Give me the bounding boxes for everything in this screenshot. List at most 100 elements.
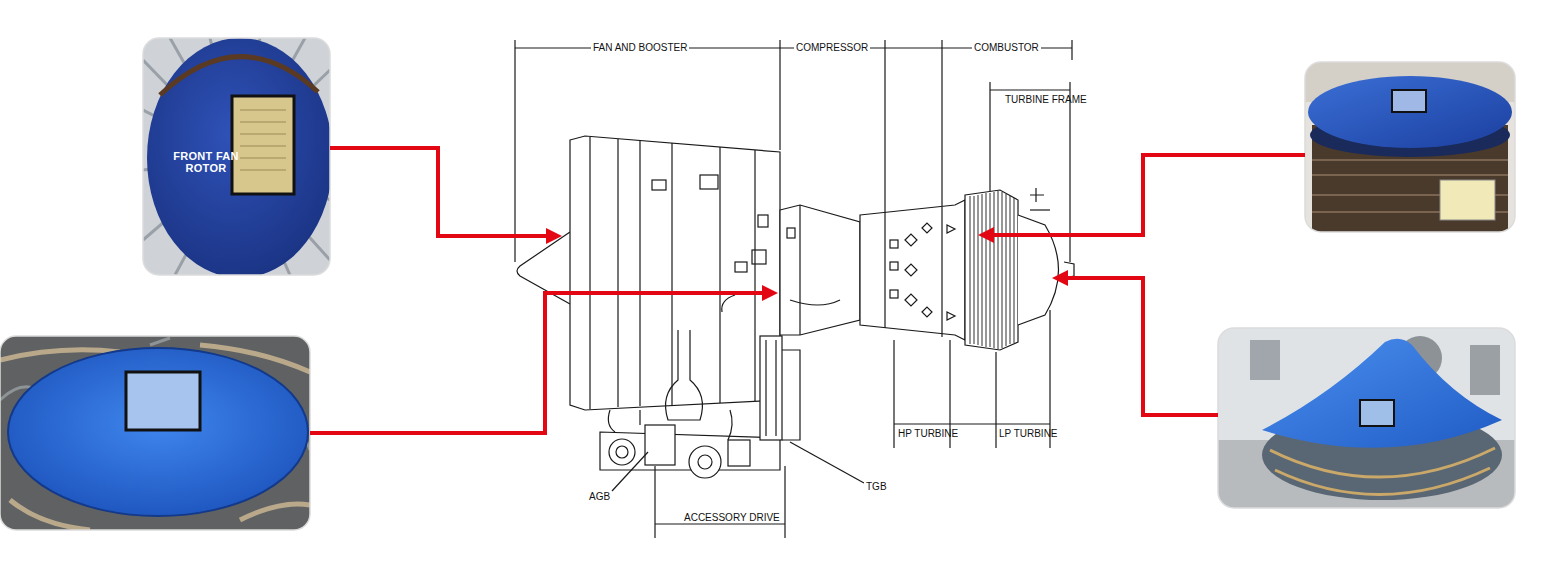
photo-frame bbox=[143, 38, 330, 275]
exhaust-cover-photo bbox=[1218, 328, 1515, 508]
section-label: COMPRESSOR bbox=[794, 42, 870, 53]
compressor-cover-photo-part-part bbox=[240, 504, 310, 520]
fan-cover-photo-part-part bbox=[240, 158, 286, 159]
engine-drawing-part bbox=[905, 264, 917, 276]
exhaust-cover-photo-part-part bbox=[1275, 468, 1490, 495]
section-label: ACCESSORY DRIVE bbox=[682, 512, 758, 523]
engine-drawing-part bbox=[752, 250, 766, 264]
engine-drawing-part bbox=[760, 336, 782, 440]
section-label: FAN AND BOOSTER bbox=[591, 42, 689, 53]
engine-drawing-part bbox=[947, 225, 955, 233]
engine-drawing-part bbox=[608, 410, 615, 432]
engine-drawing-part bbox=[790, 300, 840, 305]
fan-cover-photo-part-part bbox=[240, 134, 286, 135]
engine-drawing-part bbox=[765, 340, 766, 436]
engine-drawing-part bbox=[799, 205, 800, 335]
callout-arrows-part bbox=[978, 227, 994, 243]
fan-cover-photo-part-part bbox=[240, 170, 286, 171]
engine-drawing-part bbox=[990, 89, 1070, 90]
compressor-cover-photo-part-part bbox=[10, 500, 90, 530]
cover-text: FRONT FAN ROTOR bbox=[166, 150, 246, 174]
engine-drawing-part bbox=[728, 410, 732, 440]
engine-drawing-part bbox=[652, 180, 666, 190]
part-label: TGB bbox=[864, 481, 889, 492]
turbine-cover-photo bbox=[1305, 62, 1515, 232]
engine-drawing-part bbox=[639, 410, 640, 425]
engine-drawing-part bbox=[893, 340, 894, 448]
photo-frame bbox=[1218, 328, 1515, 508]
engine-drawing-part bbox=[941, 207, 942, 337]
engine-drawing-part bbox=[890, 262, 898, 270]
engine-drawing-part bbox=[989, 82, 990, 192]
engine-drawing-part bbox=[689, 446, 721, 478]
turbine-cover-photo-part bbox=[1440, 180, 1495, 220]
compressor-cover-photo-part bbox=[126, 372, 200, 430]
engine-drawing-part bbox=[639, 141, 640, 406]
engine-drawing-part bbox=[860, 200, 965, 340]
engine-drawing-part bbox=[922, 223, 932, 233]
turbine-cover-photo-part-part bbox=[1312, 174, 1508, 176]
engine-drawing-part bbox=[589, 137, 590, 409]
section-label: TURBINE FRAME bbox=[1003, 94, 1057, 105]
fan-cover-photo bbox=[143, 38, 330, 275]
fan-cover-photo-part bbox=[147, 38, 330, 275]
engine-drawing bbox=[515, 40, 1074, 538]
engine-drawing-part bbox=[775, 340, 776, 436]
fan-cover-photo-part-part bbox=[240, 110, 286, 111]
engine-drawing-part bbox=[787, 228, 795, 238]
exhaust-cover-photo-part bbox=[1270, 448, 1495, 495]
compressor-cover-photo-part bbox=[8, 348, 308, 516]
engine-drawing-part bbox=[758, 215, 768, 227]
fan-cover-photo-part-part bbox=[240, 122, 286, 123]
engine-drawing-part bbox=[700, 175, 718, 189]
engine-drawing-part bbox=[514, 40, 515, 262]
compressor-cover-photo-part bbox=[0, 345, 310, 530]
fan-cover-photo-part bbox=[160, 57, 318, 95]
engine-drawing-part bbox=[1071, 40, 1072, 60]
engine-drawing-part bbox=[616, 446, 628, 458]
engine-drawing-part bbox=[570, 136, 780, 410]
engine-drawing-part-part bbox=[998, 191, 999, 349]
engine-drawing-part bbox=[884, 212, 885, 328]
section-label: COMBUSTOR bbox=[972, 42, 1041, 53]
compressor-cover-photo-part-part bbox=[150, 338, 170, 345]
engine-drawing-part bbox=[890, 290, 898, 298]
engine-drawing-part bbox=[655, 523, 785, 524]
engine-drawing-part-part bbox=[978, 195, 979, 345]
engine-drawing-part bbox=[1030, 209, 1050, 210]
engine-drawing-part bbox=[654, 466, 655, 538]
callout-arrows-part bbox=[330, 148, 548, 236]
engine-drawing-part bbox=[790, 442, 864, 483]
engine-drawing-part bbox=[735, 262, 747, 272]
exhaust-cover-photo-part bbox=[1360, 400, 1394, 426]
engine-drawing-part bbox=[645, 425, 675, 465]
engine-drawing-part bbox=[719, 147, 720, 403]
photo-frame bbox=[0, 336, 310, 530]
engine-drawing-part bbox=[671, 143, 672, 405]
section-label: LP TURBINE bbox=[997, 428, 1049, 439]
engine-drawing-part bbox=[754, 150, 755, 401]
engine-drawing-part bbox=[894, 423, 1050, 424]
engine-drawing-part bbox=[722, 295, 735, 312]
exhaust-cover-photo-part bbox=[1470, 345, 1500, 395]
engine-drawing-part-part bbox=[970, 196, 971, 344]
photo-frame bbox=[1305, 62, 1515, 232]
callout-arrows-part bbox=[992, 155, 1305, 235]
engine-drawing-part bbox=[890, 240, 898, 248]
compressor-cover-photo bbox=[0, 336, 310, 530]
compressor-cover-photo-part bbox=[8, 348, 308, 516]
fan-cover-photo-part bbox=[240, 110, 286, 170]
engine-drawing-part bbox=[617, 139, 618, 407]
engine-drawing-part bbox=[970, 191, 1014, 349]
engine-drawing-part bbox=[698, 455, 712, 469]
engine-drawing-part bbox=[779, 40, 780, 150]
turbine-cover-photo-part bbox=[1392, 90, 1426, 112]
engine-drawing-part bbox=[728, 440, 750, 466]
turbine-cover-photo-part bbox=[1308, 76, 1512, 148]
callout-arrows bbox=[310, 148, 1305, 433]
callout-arrows-part bbox=[546, 228, 562, 244]
engine-drawing-part bbox=[784, 466, 785, 538]
part-label: AGB bbox=[587, 491, 612, 502]
section-label: HP TURBINE bbox=[896, 428, 948, 439]
